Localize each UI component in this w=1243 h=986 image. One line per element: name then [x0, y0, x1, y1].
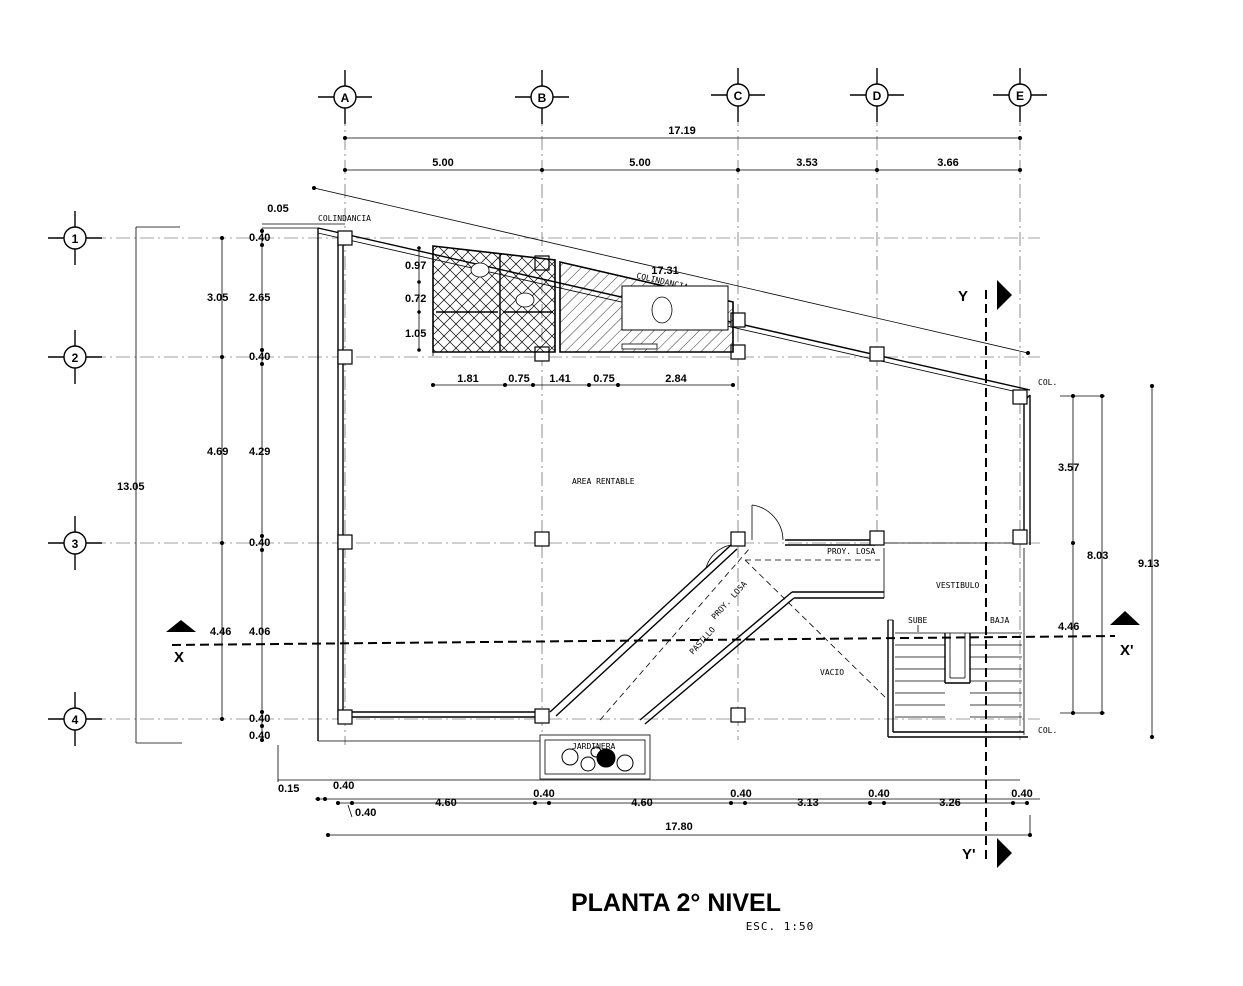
planter-jardinera: JARDINERA [539, 734, 651, 780]
label-sube: SUBE [908, 616, 927, 625]
svg-text:2: 2 [72, 351, 79, 365]
label-vestibulo: VESTIBULO [936, 581, 980, 590]
axis-marker-3: 3 [48, 516, 102, 570]
dim-diag-total: 17.31 [651, 265, 679, 277]
dim-bottom-small-2: 0.40 [333, 780, 354, 792]
stairs: SUBE BAJA [895, 616, 1022, 718]
dim-left-outer-2: 4.69 [207, 446, 228, 458]
dim-left-inner-6: 4.06 [249, 626, 270, 638]
dim-bath-h5: 2.84 [665, 373, 687, 385]
axis-marker-d: D [850, 68, 904, 122]
label-vacio: VACIO [820, 668, 844, 677]
label-proy-losa-1: PROY. LOSA [827, 547, 875, 556]
dim-bottom-span-8: 0.40 [1011, 788, 1032, 800]
top-dimensions: 17.19 5.00 5.00 3.53 3.66 [343, 125, 1022, 172]
dim-left-inner-2: 2.65 [249, 292, 270, 304]
dim-bottom-span-3: 4.60 [631, 797, 652, 809]
dim-bath-v1: 0.97 [405, 260, 426, 272]
dim-left-outer-3: 4.46 [210, 626, 231, 638]
svg-text:1: 1 [72, 232, 79, 246]
dim-bottom-span-4: 0.40 [730, 788, 751, 800]
svg-text:3: 3 [72, 537, 79, 551]
label-jardinera: JARDINERA [572, 742, 616, 751]
dim-top-span-cd: 3.53 [796, 157, 817, 169]
dim-left-total: 13.05 [117, 481, 145, 493]
dim-top-span-de: 3.66 [937, 157, 958, 169]
drawing-scale: ESC. 1:50 [746, 920, 815, 933]
dim-bath-v3: 1.05 [405, 328, 426, 340]
dim-left-inner-8: 0.40 [249, 730, 270, 742]
axis-marker-c: C [711, 68, 765, 122]
dim-left-inner-1: 0.40 [249, 232, 270, 244]
dim-bath-h1: 1.81 [457, 373, 478, 385]
section-cut-y: Y Y' [958, 280, 1012, 868]
svg-text:D: D [873, 89, 882, 103]
axis-marker-4: 4 [48, 692, 102, 746]
bathroom-dimensions: 0.97 0.72 1.05 1.81 0.75 1.41 0.75 2.84 [405, 246, 735, 387]
axis-marker-2: 2 [48, 330, 102, 384]
cut-y-label: Y [958, 288, 968, 305]
axis-marker-b: B [515, 70, 569, 124]
axis-marker-1: 1 [48, 211, 102, 265]
dim-bottom-total: 17.80 [665, 821, 693, 833]
bottom-dimensions: 0.15 0.40 0.40 4.60 0.40 4.60 0.40 3.13 … [277, 745, 1040, 837]
section-cut-x: X X' [166, 611, 1140, 666]
dim-bottom-span-5: 3.13 [797, 797, 818, 809]
title-block: PLANTA 2° NIVEL ESC. 1:50 [571, 889, 815, 933]
dim-bath-v2: 0.72 [405, 293, 426, 305]
svg-text:4: 4 [72, 713, 79, 727]
cut-y-prime-label: Y' [962, 846, 976, 863]
svg-text:A: A [341, 91, 350, 105]
dim-bottom-small-1: 0.15 [278, 783, 299, 795]
label-colindancia-top: COLINDANCIA [318, 214, 371, 223]
cut-x-label: X [174, 649, 184, 666]
dim-bottom-span-6: 0.40 [868, 788, 889, 800]
label-proy-losa-2: PROY. LOSA [710, 579, 749, 621]
dim-bottom-span-2: 0.40 [533, 788, 554, 800]
label-baja: BAJA [990, 616, 1009, 625]
svg-text:E: E [1016, 89, 1024, 103]
dim-top-total: 17.19 [668, 125, 696, 137]
grid-axes [92, 112, 1040, 745]
dim-setback: 0.05 [267, 203, 288, 215]
dim-right-part-1: 3.57 [1058, 462, 1079, 474]
dim-right-mid: 8.03 [1087, 550, 1108, 562]
dim-right-total: 9.13 [1138, 558, 1159, 570]
axis-marker-e: E [993, 68, 1047, 122]
left-dimensions: 13.05 3.05 4.69 4.46 0.40 2.65 0.40 4.29… [117, 226, 318, 744]
bathroom-block [432, 245, 734, 356]
label-col-top: COL. [1038, 378, 1057, 387]
dim-bottom-small-3: 0.40 [355, 807, 376, 819]
dim-right-part-2: 4.46 [1058, 621, 1079, 633]
dim-bath-h4: 0.75 [593, 373, 614, 385]
dim-left-inner-4: 4.29 [249, 446, 270, 458]
dim-top-span-bc: 5.00 [629, 157, 650, 169]
dim-left-outer-1: 3.05 [207, 292, 228, 304]
corridor-pasillo: PROY. LOSA PASILLO PROY. LOSA [549, 504, 889, 725]
dim-bath-h2: 0.75 [508, 373, 529, 385]
perimeter-walls [317, 228, 1031, 742]
dim-left-inner-3: 0.40 [249, 351, 270, 363]
right-dimensions: 3.57 4.46 8.03 9.13 [1058, 384, 1159, 739]
axis-marker-a: A [318, 70, 372, 124]
label-col-bottom: COL. [1038, 726, 1057, 735]
room-labels: AREA RENTABLE VESTIBULO VACIO COL. COL. [572, 378, 1057, 735]
dim-left-inner-5: 0.40 [249, 537, 270, 549]
dim-top-span-ab: 5.00 [432, 157, 453, 169]
label-area-rentable: AREA RENTABLE [572, 477, 635, 486]
dim-bottom-span-1: 4.60 [435, 797, 456, 809]
dim-bath-h3: 1.41 [549, 373, 570, 385]
svg-text:B: B [538, 91, 547, 105]
svg-text:C: C [734, 89, 743, 103]
cut-x-prime-label: X' [1120, 642, 1134, 659]
dim-left-inner-7: 0.40 [249, 713, 270, 725]
drawing-title: PLANTA 2° NIVEL [571, 889, 781, 917]
dim-bottom-span-7: 3.26 [939, 797, 960, 809]
